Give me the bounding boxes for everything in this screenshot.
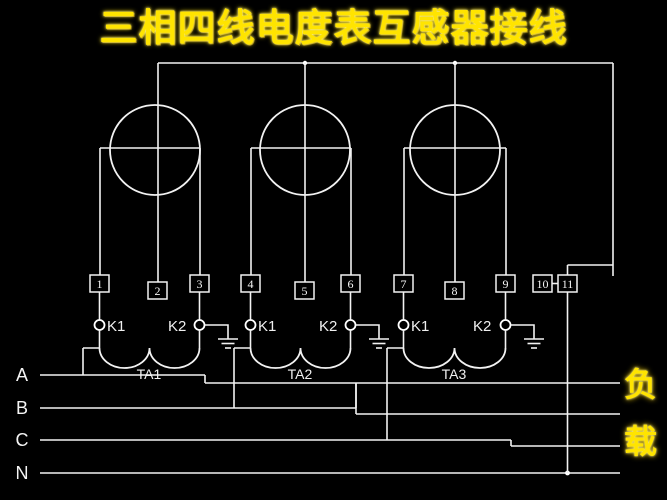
terminal-7[interactable]: 7 — [393, 274, 414, 293]
meter-element-b-circle — [259, 104, 351, 196]
terminal-11[interactable]: 11 — [557, 274, 578, 293]
ta3-k1-terminal[interactable] — [397, 319, 410, 331]
svg-text:7: 7 — [401, 277, 407, 291]
ct-primary-risers — [82, 347, 404, 440]
phase-label-a: A — [16, 365, 28, 385]
ta1-label: TA1 — [137, 366, 162, 382]
ground-icon-ta1 — [218, 338, 238, 349]
meter-element-a-group — [99, 63, 201, 282]
load-label-char1: 负 — [624, 365, 657, 404]
svg-text:5: 5 — [302, 284, 308, 298]
phase-line-a — [40, 374, 620, 384]
ta3-winding — [402, 347, 507, 369]
ct-group-ta1: K1 K2 TA1 — [93, 292, 238, 382]
phase-label-n: N — [16, 463, 29, 483]
meter-element-b-group — [250, 63, 352, 296]
meter-element-c-circle — [409, 104, 501, 196]
ta3-k1-label: K1 — [411, 318, 429, 335]
terminal-5[interactable]: 5 — [294, 281, 315, 300]
ct-group-ta3: K1 K2 TA3 — [397, 292, 544, 382]
ta2-label: TA2 — [288, 366, 313, 382]
svg-text:9: 9 — [503, 277, 509, 291]
ta1-k2-label: K2 — [168, 318, 186, 335]
svg-text:8: 8 — [452, 284, 458, 298]
ta1-k1-terminal[interactable] — [93, 319, 106, 331]
svg-text:11: 11 — [562, 277, 574, 291]
meter-element-a-circle — [109, 104, 201, 196]
ta2-k1-terminal[interactable] — [244, 319, 257, 331]
phase-line-n — [40, 292, 620, 476]
ta1-k2-terminal[interactable] — [193, 319, 206, 331]
terminal-4[interactable]: 4 — [240, 274, 261, 293]
svg-text:2: 2 — [155, 284, 161, 298]
ta3-k2-label: K2 — [473, 318, 491, 335]
terminal-8[interactable]: 8 — [444, 281, 465, 300]
page-title: 三相四线电度表互感器接线 — [99, 6, 568, 50]
meter-element-c-group — [403, 63, 507, 296]
svg-text:10: 10 — [537, 277, 549, 291]
svg-text:3: 3 — [197, 277, 203, 291]
svg-text:6: 6 — [348, 277, 354, 291]
ta2-k2-label: K2 — [319, 318, 337, 335]
phase-line-c — [40, 439, 620, 447]
terminal-9[interactable]: 9 — [495, 274, 516, 293]
ta3-label: TA3 — [442, 366, 467, 382]
svg-text:4: 4 — [248, 277, 254, 291]
phase-labels: A B C N — [16, 365, 29, 483]
ta2-k2-terminal[interactable] — [344, 319, 357, 331]
terminal-6[interactable]: 6 — [340, 274, 361, 293]
load-label-char2: 载 — [624, 422, 657, 461]
ta1-winding — [98, 347, 201, 369]
phase-label-c: C — [16, 430, 29, 450]
ta1-k1-label: K1 — [107, 318, 125, 335]
terminal-10[interactable]: 10 — [532, 274, 553, 293]
terminal-1[interactable]: 1 — [89, 274, 110, 293]
top-voltage-bus — [158, 60, 613, 66]
terminal-3[interactable]: 3 — [189, 274, 210, 293]
phase-label-b: B — [16, 398, 28, 418]
terminal-2[interactable]: 2 — [147, 281, 168, 300]
phase-line-b — [40, 383, 620, 415]
ct-group-ta2: K1 K2 TA2 — [244, 292, 389, 382]
ta2-k1-label: K1 — [258, 318, 276, 335]
ground-icon-ta2 — [369, 338, 389, 349]
ta3-k2-terminal[interactable] — [499, 319, 512, 331]
ta2-winding — [249, 347, 352, 369]
ground-icon-ta3 — [524, 338, 544, 349]
svg-text:1: 1 — [97, 277, 103, 291]
